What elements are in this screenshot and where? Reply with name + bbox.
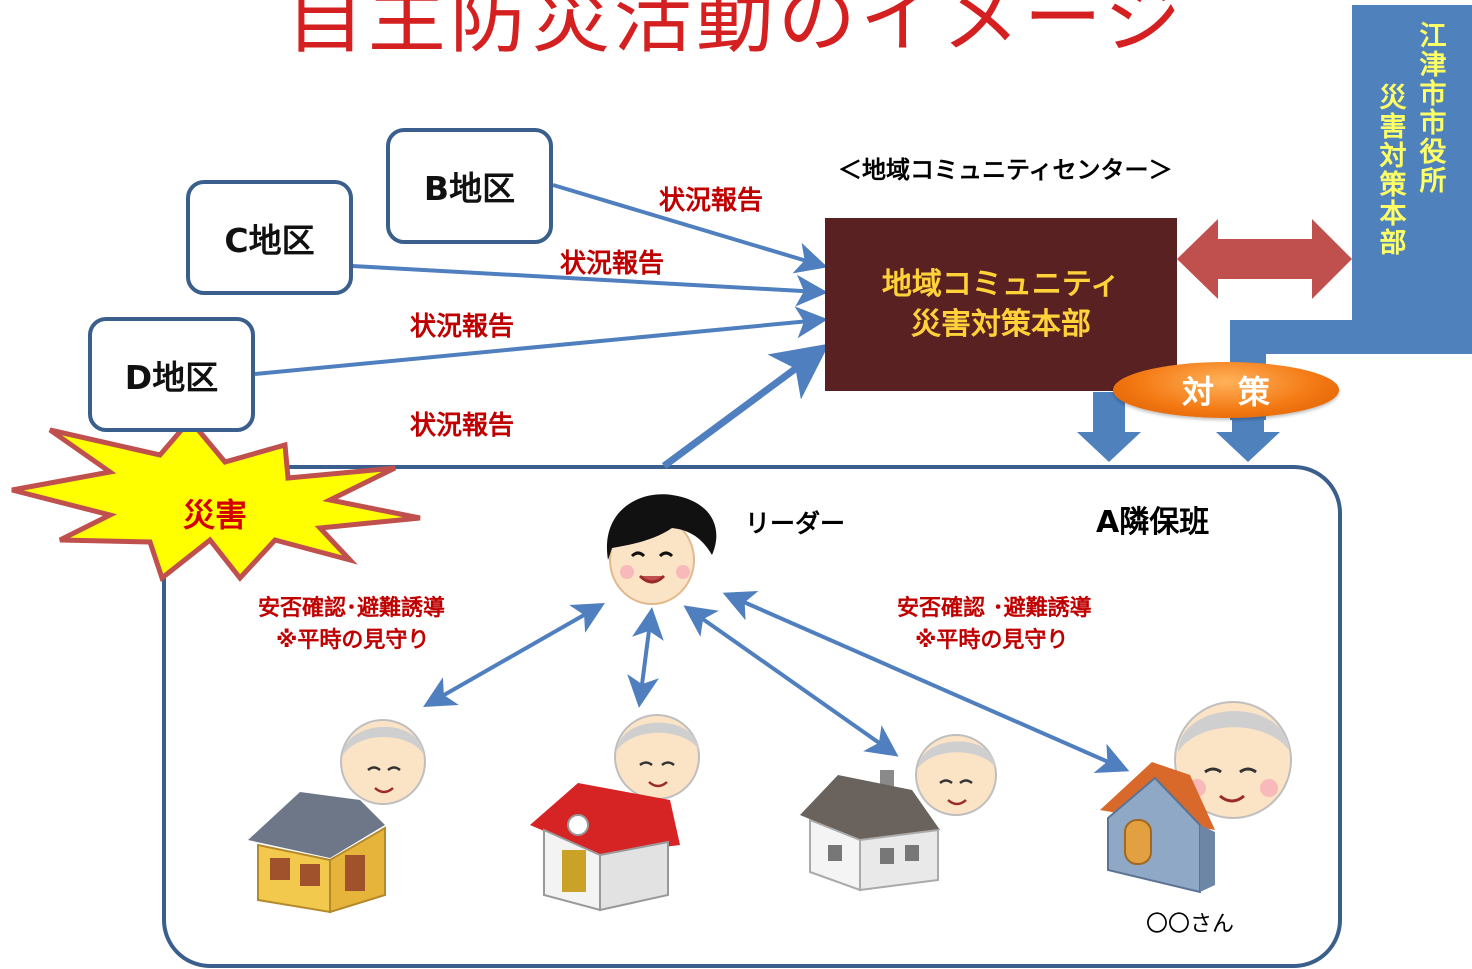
city-hall-box bbox=[1352, 5, 1472, 354]
district-c-label: C地区 bbox=[224, 220, 315, 260]
page-title: 自主防災活動のイメージ bbox=[285, 0, 1187, 64]
resident-house-2-icon bbox=[530, 714, 700, 912]
resident-house-4-icon bbox=[1100, 701, 1292, 894]
district-b-label: B地区 bbox=[423, 169, 516, 208]
hq-line-1: 地域コミュニティ bbox=[881, 266, 1121, 302]
measures-badge: 対策 bbox=[1113, 362, 1339, 418]
resident-house-1-icon bbox=[248, 719, 426, 914]
report-label-d: 状況報告 bbox=[410, 312, 515, 342]
report-arrow-c bbox=[351, 264, 828, 307]
report-label-c: 状況報告 bbox=[560, 249, 665, 279]
report-label-a: 状況報告 bbox=[410, 411, 515, 441]
report-arrow-d bbox=[254, 306, 828, 376]
district-d-label: D地区 bbox=[124, 357, 219, 397]
district-c-box: C地区 bbox=[186, 180, 353, 295]
resident-name-label: 〇〇さん bbox=[1146, 912, 1235, 937]
district-b-box: B地区 bbox=[386, 128, 553, 244]
city-hall-line-2: 災害対策本部 bbox=[1379, 83, 1407, 259]
leader-arrow-2 bbox=[627, 607, 664, 708]
leader-arrow-4 bbox=[722, 590, 1130, 774]
measures-label: 対策 bbox=[1181, 373, 1294, 411]
disaster-burst bbox=[11, 416, 421, 583]
group-name-label: A隣保班 bbox=[1096, 505, 1210, 540]
city-hall-line-1: 江津市市役所 bbox=[1419, 21, 1447, 197]
leader-face-icon bbox=[606, 494, 717, 605]
hq-cityhall-double-arrow bbox=[1177, 219, 1352, 299]
note-left-line-1: 安否確認･避難誘導 bbox=[258, 596, 446, 621]
leader-arrow-3 bbox=[683, 605, 899, 757]
note-left-line-2: ※平時の見守り bbox=[276, 628, 430, 653]
disaster-label: 災害 bbox=[183, 496, 248, 534]
note-right-line-1: 安否確認 ･避難誘導 bbox=[897, 596, 1092, 621]
hq-line-2: 災害対策本部 bbox=[911, 306, 1091, 342]
report-label-b: 状況報告 bbox=[659, 186, 764, 216]
report-arrow-b bbox=[552, 183, 828, 274]
community-hq-box: 地域コミュニティ 災害対策本部 bbox=[825, 218, 1177, 391]
report-arrow-a bbox=[661, 343, 830, 469]
district-d-box: D地区 bbox=[88, 317, 255, 432]
community-center-label: ＜地域コミュニティセンター＞ bbox=[838, 156, 1173, 184]
note-right-line-2: ※平時の見守り bbox=[915, 628, 1069, 653]
leader-label: リーダー bbox=[745, 509, 846, 538]
note-right: 安否確認 ･避難誘導 ※平時の見守り bbox=[897, 593, 1092, 657]
leader-arrow-1 bbox=[423, 603, 605, 707]
measure-down-arrow-left bbox=[1077, 392, 1141, 462]
resident-house-3-icon bbox=[800, 734, 997, 892]
note-left: 安否確認･避難誘導 ※平時の見守り bbox=[258, 593, 445, 657]
